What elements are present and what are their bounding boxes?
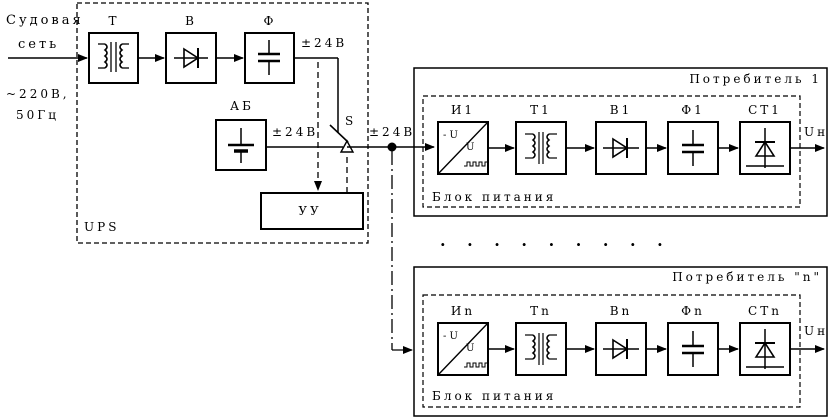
consumer1-filter-label: Ф1 [681, 103, 705, 117]
filter-label: Ф [263, 14, 277, 28]
consumerN-inverter-label: Иn [450, 304, 476, 318]
consumerN-stabilizer-label: СТn [748, 304, 782, 318]
svg-text:U: U [466, 142, 474, 153]
consumerN-rectifier-block [595, 322, 647, 376]
consumerN-inverter-block: - U U [437, 322, 489, 376]
input-label-2: сеть [18, 37, 60, 52]
consumer1-frame [413, 67, 828, 217]
transformer-label: Т [108, 14, 120, 28]
consumer1-rectifier-label: В1 [609, 103, 633, 117]
consumer1-supply-frame [422, 95, 801, 208]
consumer1-inverter-block: - U U [437, 121, 489, 175]
switch-contact [329, 124, 349, 143]
switch-label: S [345, 114, 357, 128]
rectifier-label: В [185, 14, 197, 28]
battery-voltage: ±24В [272, 125, 319, 139]
svg-text:- U: - U [443, 130, 458, 141]
consumerN-supply-frame [422, 294, 801, 408]
consumerN-stabilizer-block [739, 322, 791, 376]
consumer1-transformer-block [515, 121, 567, 175]
transformer-block [88, 32, 139, 84]
input-voltage: ~220В, [6, 87, 70, 101]
consumerN-filter-block [667, 322, 719, 376]
rectifier-block [165, 32, 217, 84]
consumer1-transformer-label: Т1 [530, 103, 552, 117]
input-label-1: Судовая [6, 13, 84, 28]
battery-label: АБ [230, 99, 254, 113]
consumerN-supply-label: Блок питания [432, 389, 557, 403]
consumerN-transformer-label: Тn [530, 304, 552, 318]
consumerN-output-label: Uн [804, 324, 829, 338]
consumer1-title: Потребитель 1 [689, 72, 822, 86]
consumer1-chain: - U U [437, 121, 825, 175]
consumer1-stabilizer-label: СТ1 [748, 103, 782, 117]
ups-label: UPS [84, 220, 120, 234]
ups-output-voltage: ±24В [301, 36, 348, 50]
svg-text:U: U [466, 343, 474, 354]
consumer1-inverter-label: И1 [450, 103, 476, 117]
consumerN-title: Потребитель "n" [672, 270, 822, 284]
control-unit-label: УУ [298, 204, 322, 218]
ellipsis-separator: . . . . . . . . . [440, 231, 671, 250]
consumerN-transformer-block [515, 322, 567, 376]
consumer1-supply-label: Блок питания [432, 190, 557, 204]
bus-voltage: ±24В [369, 125, 416, 139]
input-frequency: 50Гц [16, 108, 59, 122]
filter-block [244, 32, 295, 84]
consumerN-rectifier-label: Вn [609, 304, 633, 318]
consumer1-rectifier-block [595, 121, 647, 175]
consumerN-filter-label: Фn [681, 304, 705, 318]
battery-block [215, 119, 267, 171]
consumer1-filter-block [667, 121, 719, 175]
ups-frame [76, 2, 369, 244]
consumer1-stabilizer-block [739, 121, 791, 175]
control-unit-block [260, 192, 364, 230]
consumerN-frame [413, 266, 828, 417]
consumerN-chain: - U U [437, 322, 825, 376]
consumer1-output-label: Uн [804, 125, 829, 139]
svg-text:- U: - U [443, 331, 458, 342]
